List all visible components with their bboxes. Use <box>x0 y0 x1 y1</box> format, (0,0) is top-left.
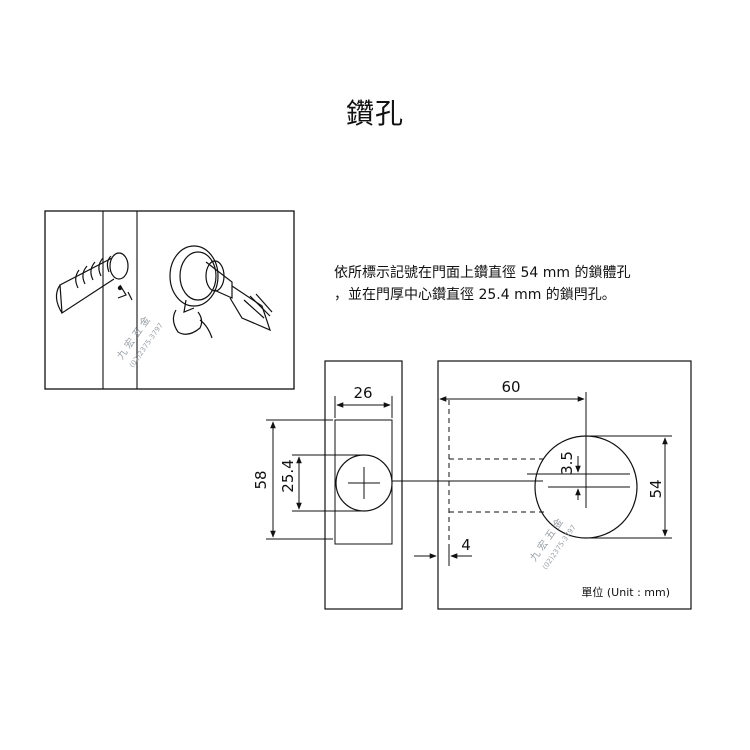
watermark-stamp: 九 宏 五 金 (02)2375-3797 <box>114 314 165 369</box>
edge-width-label: 26 <box>353 384 372 402</box>
instruction-line-2: ，並在門厚中心鑽直徑 25.4 mm 的鎖閂孔。 <box>334 287 616 303</box>
face-drill-sketch <box>169 245 273 339</box>
page-title: 鑽孔 <box>345 97 404 130</box>
latch-bore-label: 25.4 <box>279 459 297 492</box>
edge-drill-sketch <box>55 252 133 315</box>
edge-width-dimension <box>334 396 393 418</box>
depth-label: 4 <box>461 536 471 554</box>
instruction-text: 依所標示記號在門面上鑽直徑 54 mm 的鎖體孔 ，並在門厚中心鑽直徑 25.4… <box>334 262 630 306</box>
illustration-frame <box>44 210 295 390</box>
backset-label: 60 <box>501 378 520 396</box>
door-edge-view <box>324 360 403 610</box>
drilling-illustration <box>44 210 295 390</box>
door-edge-outline <box>324 360 403 610</box>
offset-label: 3.5 <box>558 451 576 475</box>
edge-height-dimension <box>266 419 333 540</box>
edge-height-label: 58 <box>252 470 270 489</box>
instruction-line-1: 依所標示記號在門面上鑽直徑 54 mm 的鎖體孔 <box>334 265 631 281</box>
watermark-stamp-2: 九 宏 五 金 (02)2375-3797 <box>527 516 578 571</box>
depth-dimension <box>414 548 472 566</box>
unit-label: 單位 (Unit : mm) <box>581 585 670 599</box>
door-face-outline <box>437 360 692 610</box>
lock-bore-label: 54 <box>647 479 665 498</box>
lock-bore-dimension <box>586 435 672 539</box>
latch-bore-circle <box>335 454 393 512</box>
latch-bore-dimension <box>292 454 362 512</box>
backset-dimension <box>437 392 587 470</box>
